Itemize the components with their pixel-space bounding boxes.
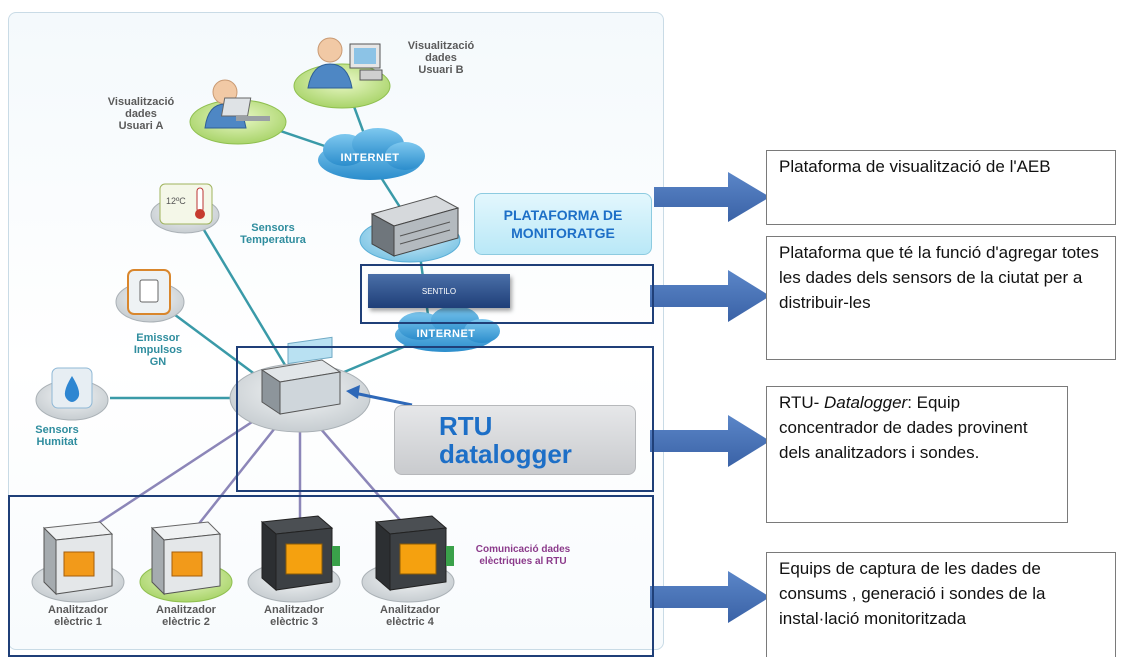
temperature-sensor-icon [150,183,220,234]
temperature-sensor-label: Sensors Temperatura [240,222,306,246]
description-sentilo-text: Plataforma que té la funció d'agregar to… [779,243,1099,312]
pulse-emitter-icon [115,269,185,323]
humidity-sensor-label: Sensors Humitat [35,424,79,448]
description-rtu-suffix: : Equip concentrador de dades provinent … [779,393,1028,462]
description-analyzers-text: Equips de captura de les dades de consum… [779,559,1046,628]
humidity-sensor-icon [35,367,109,421]
description-sentilo: Plataforma que té la funció d'agregar to… [766,236,1116,360]
user-b-label: Visualització dades Usuari B [407,40,475,76]
server-icon [359,195,461,263]
analyzer-3-label: Analitzador elèctric 3 [264,604,324,628]
arrow-2 [650,270,770,322]
rtu-datalogger-label: RTU datalogger [394,405,636,475]
frame-sentilo [360,264,654,324]
internet-cloud-top [318,128,425,180]
pulse-emitter-label: Emissor Impulsos GN [133,332,183,368]
frame-analyzers [8,495,654,657]
arrow-3 [650,415,770,467]
description-platform-text: Plataforma de visualització de l'AEB [779,157,1051,176]
diagram-panel [8,12,664,650]
comms-label: Comunicació dades elèctriques al RTU [475,544,571,567]
user-a-label: Visualització dades Usuari A [107,96,175,132]
description-rtu-italic: Datalogger [824,393,908,412]
rtu-pointer-arrow [353,391,413,407]
arrow-1 [654,172,770,222]
description-rtu-prefix: RTU- [779,393,825,412]
internet-label-lower: INTERNET [416,328,476,340]
description-platform: Plataforma de visualització de l'AEB [766,150,1116,225]
temperature-reading: 12ºC [166,196,186,206]
analyzer-2-icon [139,521,233,603]
analyzer-2-label: Analitzador elèctric 2 [156,604,216,628]
analyzer-3-icon [247,515,341,603]
platform-label: PLATAFORMA DE MONITORATGE [474,193,652,255]
sentilo-bar: SENTILO [368,274,510,308]
analyzer-4-icon [361,515,455,603]
rtu-hub-icon [229,336,371,433]
description-analyzers: Equips de captura de les dades de consum… [766,552,1116,657]
arrow-4 [650,571,770,623]
rtu-pointer-head [346,385,360,399]
internet-label-top: INTERNET [340,152,400,164]
description-rtu: RTU- Datalogger: Equip concentrador de d… [766,386,1068,523]
analyzer-1-icon [31,521,125,603]
analyzer-4-label: Analitzador elèctric 4 [380,604,440,628]
user-b-icon [293,37,391,109]
block-arrows [650,172,770,623]
user-a-icon [189,79,287,145]
analyzer-1-label: Analitzador elèctric 1 [48,604,108,628]
internet-cloud-lower [395,306,500,352]
frame-rtu [236,346,654,492]
